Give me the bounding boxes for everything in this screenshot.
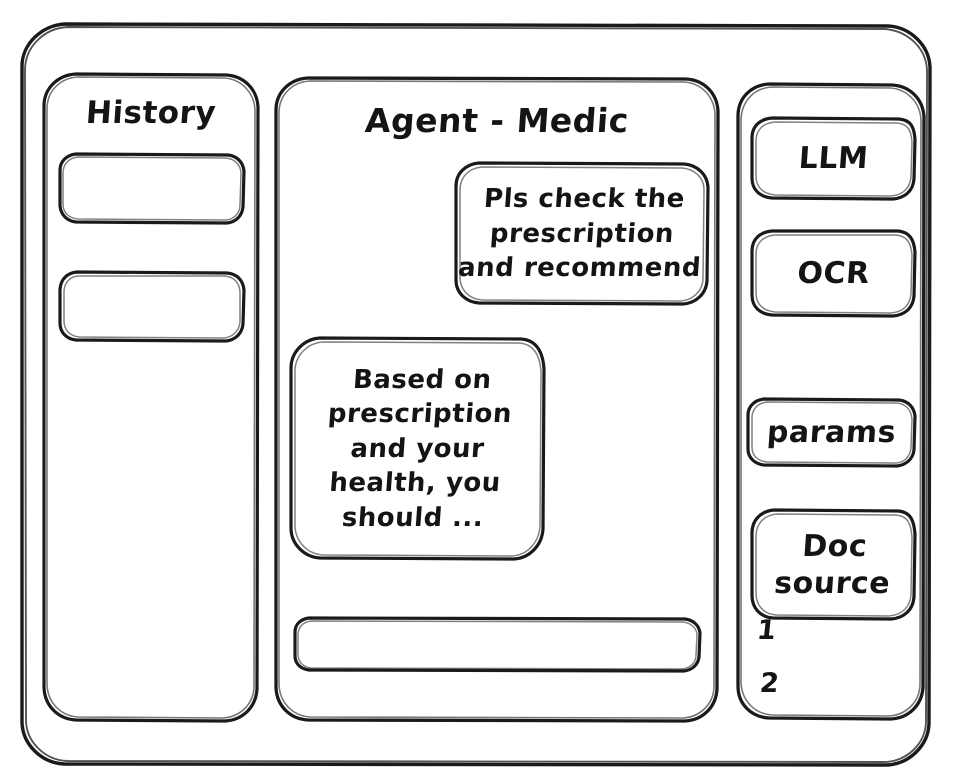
message-bubble-agent: Based on prescription and your health, y… [289,336,546,561]
message-input[interactable] [293,616,702,673]
tool-button-llm-label: LLM [797,141,870,177]
message-line: Pls check the [482,184,686,215]
message-bubble-agent-text: Based on prescription and your health, y… [283,338,552,560]
doc-source-item-1[interactable]: 1 [755,615,778,646]
message-line: should ... [340,502,485,533]
agent-panel-title: Agent - Medic [363,101,631,140]
message-line: and your [349,433,486,464]
message-line: Based on [352,364,493,395]
doc-source-line: source [773,566,892,601]
tool-button-params-label: params [765,415,898,451]
message-line: prescription [488,218,676,249]
history-panel-title: History [84,95,218,131]
history-item-2[interactable] [58,270,247,343]
tool-button-llm[interactable]: LLM [750,116,917,201]
message-line: health, you [328,468,502,499]
doc-source-button[interactable]: Doc source [750,508,917,621]
message-input-value [293,618,702,672]
doc-source-item-2[interactable]: 2 [758,668,781,699]
doc-source-button-label: Doc source [748,509,919,621]
history-item-2-label [58,272,247,342]
tool-button-params[interactable]: params [746,397,917,468]
message-bubble-user-text: Pls check the prescription and recommend [451,163,713,305]
message-line: and recommend [457,253,703,284]
doc-source-line: Doc [801,528,869,564]
history-item-1[interactable] [58,152,247,225]
message-bubble-user: Pls check the prescription and recommend [454,161,710,306]
message-line: prescription [326,399,513,430]
tool-button-ocr[interactable]: OCR [750,229,917,318]
history-item-1-label [58,154,247,224]
tool-button-ocr-label: OCR [796,256,871,292]
